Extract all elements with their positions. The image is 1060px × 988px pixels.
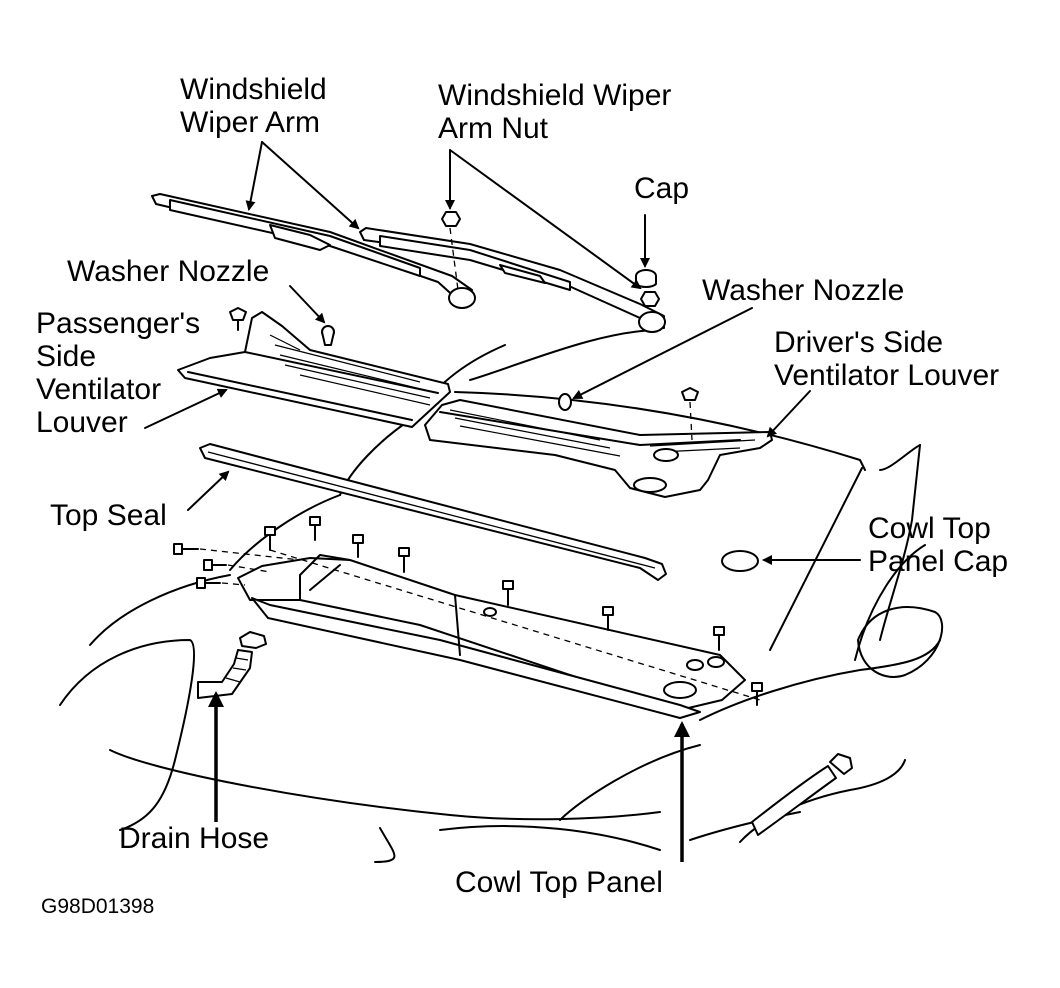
driver-louver-grill [449,409,756,457]
label-wiper-nut-2: Arm Nut [438,112,549,145]
bolt [264,526,276,551]
label-washer-nozzle-right: Washer Nozzle [702,274,904,307]
label-washer-nozzle-left: Washer Nozzle [67,255,269,288]
wiper-arm-nut-left [441,211,461,291]
clip-right [681,387,699,441]
label-top-seal: Top Seal [50,499,167,532]
label-cowl-cap-2: Panel Cap [868,545,1008,578]
wiper-arm-nut-right [640,291,660,307]
label-cowl-cap-1: Cowl Top [868,512,991,545]
label-wiper-nut-1: Windshield Wiper [438,79,671,112]
bolt [173,543,199,555]
passenger-side-louver [177,311,451,428]
bolt [352,534,364,558]
top-seal [199,443,667,581]
label-passenger-louver-1: Passenger's [36,307,200,340]
label-wiper-arm-1: Windshield [180,73,327,106]
wiper-cap [635,269,657,288]
wiper-arm-right [359,227,666,333]
bolt [398,547,410,573]
label-drain-hose: Drain Hose [119,822,269,855]
label-driver-louver-1: Driver's Side [774,326,943,359]
cowl-top-panel [237,554,746,719]
bolt [196,577,221,589]
wiper-arm-left [151,193,476,309]
drain-hose [197,631,267,699]
vehicle-body-outline [59,329,944,863]
bolt [502,580,514,606]
callout-leaders [144,141,861,862]
driver-side-louver [424,393,773,498]
passenger-louver-grill [269,334,431,406]
labels: Windshield Wiper Arm Windshield Wiper Ar… [36,73,1008,918]
label-passenger-louver-4: Louver [36,406,128,439]
cowl-top-panel-cap [721,550,759,572]
figure-code: G98D01398 [41,895,154,918]
clip-left [229,307,247,331]
bolt [309,516,321,541]
label-passenger-louver-2: Side [36,340,96,373]
label-wiper-arm-2: Wiper Arm [180,106,320,139]
bolts [173,516,763,706]
label-driver-louver-2: Ventilator Louver [774,359,999,392]
bolt [203,559,227,571]
label-cap: Cap [634,172,689,205]
bolt [602,606,614,631]
label-passenger-louver-3: Ventilator [36,373,161,406]
bolt [713,626,725,651]
bolt [751,682,763,706]
label-cowl-panel: Cowl Top Panel [455,866,663,899]
